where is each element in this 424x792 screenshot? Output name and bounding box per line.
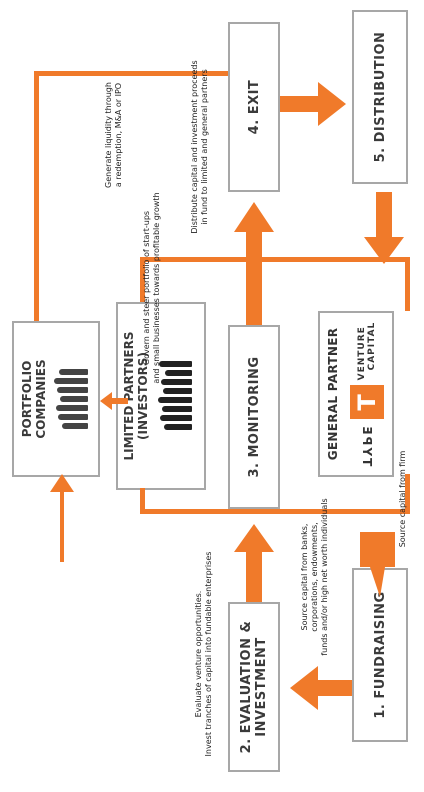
note-distribute-line1: Distribute capital and investment procee…: [190, 60, 199, 234]
note-evaluate-block: Evaluate venture opportunities. Invest t…: [194, 534, 214, 774]
note-govern-block: Govern and steer portfolio of start-ups …: [142, 178, 162, 398]
note-generate-line1: Generate liquidity through: [104, 82, 113, 188]
note-govern-line1: Govern and steer portfolio of start-ups: [142, 210, 151, 366]
note-generate-block: Generate liquidity through a redemption,…: [104, 60, 124, 210]
note-source-banks-block: Source capital from banks, corporations,…: [300, 492, 330, 662]
note-source-firm-text: Source capital from firm: [398, 450, 407, 548]
note-distribute-line2: in fund to limited and general partners: [200, 69, 209, 225]
monitoring-portfolio-arrow: [100, 392, 128, 410]
arrow-distribution-to-gp: [364, 192, 404, 264]
arrow-to-fundraising: [360, 532, 395, 597]
arrow-monitoring-to-exit: [234, 202, 274, 325]
note-banks-line3: funds and/or high net worth individuals: [320, 498, 329, 656]
note-banks-line2: corporations, endowments,: [310, 522, 319, 632]
note-evaluate-line1: Evaluate venture opportunities.: [194, 590, 203, 718]
arrow-exit-to-distribution: [280, 82, 346, 126]
arrow-into-portfolio: [50, 474, 74, 562]
arrow-evaluation-to-monitoring: [234, 524, 274, 602]
note-evaluate-line2: Invest tranches of capital into fundable…: [204, 551, 213, 757]
note-banks-line1: Source capital from banks,: [300, 523, 309, 631]
note-source-firm: Source capital from firm: [398, 434, 408, 564]
arrow-fundraising-to-evaluation: [290, 666, 352, 710]
note-generate-line2: a redemption, M&A or IPO: [114, 82, 123, 188]
note-govern-line2: and small businesses towards profitable …: [152, 192, 161, 384]
note-distribute-block: Distribute capital and investment procee…: [190, 42, 210, 252]
